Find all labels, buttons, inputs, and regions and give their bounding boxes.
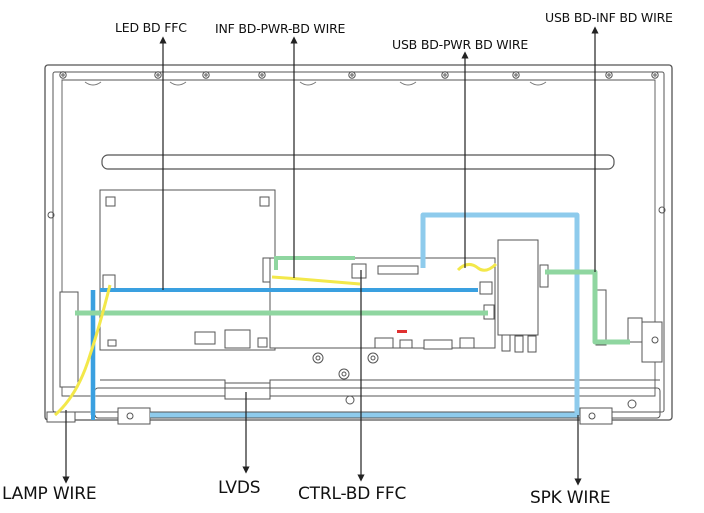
top-screws [47, 71, 666, 219]
label-lamp-wire: LAMP WIRE [2, 484, 97, 504]
green-cable-top [274, 256, 355, 270]
usb-board [595, 289, 663, 363]
main-board [262, 239, 549, 353]
label-usb-bd-pwr-bd-wire: USB BD-PWR BD WIRE [392, 37, 529, 52]
led-board [99, 189, 276, 351]
label-usb-bd-inf-bd-wire: USB BD-INF BD WIRE [545, 10, 673, 25]
yellow-cable-inf [271, 275, 361, 286]
label-led-bd-ffc: LED BD FFC [115, 20, 187, 35]
label-inf-bd-pwr-bd-wire: INF BD-PWR-BD WIRE [215, 21, 346, 36]
green-cable-right [545, 269, 630, 345]
label-spk-wire: SPK WIRE [530, 488, 611, 508]
yellow-cable-lamp [54, 284, 112, 417]
yellow-cable-usb [456, 262, 498, 272]
callout-lines [62, 26, 599, 486]
bottom-connectors [46, 407, 613, 425]
label-ctrl-bd-ffc: CTRL-BD FFC [298, 484, 407, 504]
horizontal-bar [101, 154, 615, 170]
red-mark [397, 330, 407, 333]
label-lvds: LVDS [218, 478, 261, 498]
left-bracket [59, 291, 79, 388]
tv-frame [44, 64, 673, 421]
bottom-bracket [100, 352, 660, 409]
top-contour [84, 81, 547, 86]
